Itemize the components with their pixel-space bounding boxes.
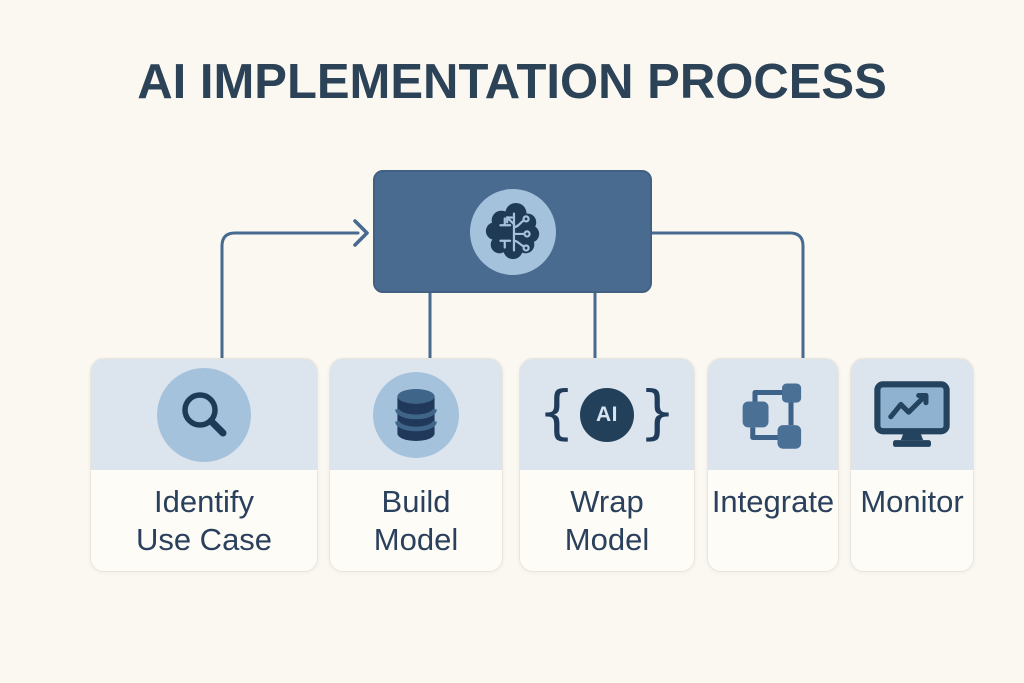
- step-card-integrate: Integrate: [707, 358, 839, 572]
- connector-arrowhead: [353, 219, 369, 247]
- monitor-label-line1: Monitor: [860, 484, 964, 519]
- ai-badge-circle: AI: [580, 387, 634, 442]
- build-label-line2: Model: [373, 522, 459, 557]
- identify-icon-area: [91, 359, 317, 470]
- connector-identify-to-core: [220, 231, 360, 360]
- integrate-icon-area: [708, 359, 838, 470]
- wrap-icon-area: { AI }: [520, 359, 694, 470]
- integrate-label-line1: Integrate: [711, 484, 835, 519]
- ai-badge-text: AI: [596, 402, 618, 426]
- wrap-label-line2: Model: [564, 522, 650, 557]
- open-brace-glyph: {: [538, 377, 575, 446]
- step-card-identify-use-case: Identify Use Case: [90, 358, 318, 572]
- build-label: Build Model: [330, 470, 502, 571]
- close-brace-glyph: }: [639, 377, 676, 446]
- step-card-build-model: Build Model: [329, 358, 503, 572]
- monitor-icon-area: [851, 359, 973, 470]
- ai-braces-icon: { AI }: [538, 377, 676, 446]
- integrate-label: Integrate: [708, 470, 838, 571]
- magnifier-icon: [182, 391, 227, 436]
- ai-core-node: [373, 170, 652, 293]
- build-icon-disc: [373, 371, 459, 458]
- identify-icon-disc: [157, 367, 251, 462]
- monitor-label: Monitor: [851, 470, 973, 571]
- identify-label-line1: Identify: [154, 484, 254, 519]
- connector-core-to-integrate: [650, 231, 805, 360]
- wrap-label: Wrap Model: [520, 470, 694, 571]
- build-icon-area: [330, 359, 502, 470]
- ai-core-circle: [469, 188, 556, 275]
- ai-brain-circuit-icon: [485, 202, 539, 259]
- identify-label: Identify Use Case: [91, 470, 317, 571]
- integration-nodes-icon: [742, 383, 802, 449]
- step-card-wrap-model: { AI } Wrap Model: [519, 358, 695, 572]
- identify-label-line2: Use Case: [135, 522, 273, 557]
- database-icon: [395, 388, 437, 441]
- monitor-chart-icon: [874, 381, 950, 447]
- wrap-label-line1: Wrap: [570, 484, 644, 519]
- step-card-monitor: Monitor: [850, 358, 974, 572]
- build-label-line1: Build: [381, 484, 451, 519]
- page-title: AI IMPLEMENTATION PROCESS: [137, 55, 887, 109]
